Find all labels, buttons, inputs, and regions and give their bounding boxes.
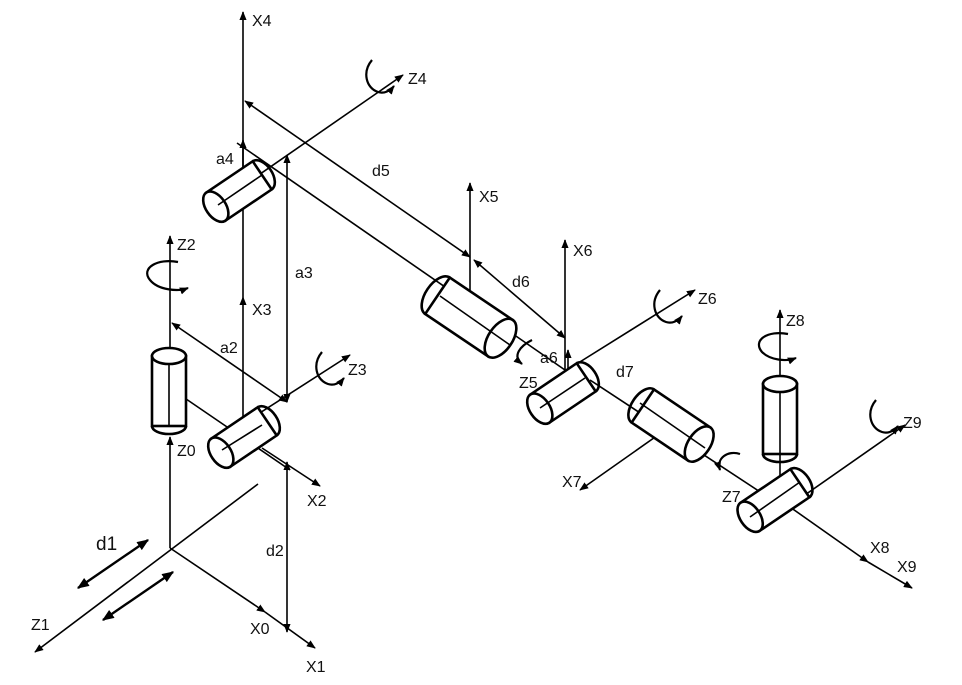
label-x9: X9 [897,559,917,576]
label-x1: X1 [306,659,326,676]
z6-rotation-icon [653,289,683,325]
label-z3: Z3 [348,362,367,379]
label-z1: Z1 [31,617,50,634]
z6-axis-through [539,377,586,409]
label-x8: X8 [870,540,890,557]
label-x2: X2 [307,493,327,510]
label-z9: Z9 [903,415,922,432]
d1-arrow-lower [102,571,174,621]
labels: X4 Z4 a4 d5 X5 Z2 a3 X6 d6 Z6 X3 Z8 a2 a… [31,13,922,676]
x1-axis [264,611,316,649]
x9-axis [867,561,913,589]
label-x6: X6 [573,243,593,260]
z2-rotation-icon [146,260,189,295]
z4-rotation-icon [365,59,395,95]
z8-rotation-icon [757,332,797,365]
z7-rotation-icon [714,451,741,471]
d5-dimension [244,100,471,258]
label-z2: Z2 [177,237,196,254]
z9-axis-through [749,481,801,518]
label-x3: X3 [252,302,272,319]
label-d7: d7 [616,364,634,381]
label-x0: X0 [250,621,270,638]
d1-arrow-upper [77,539,149,589]
label-z4: Z4 [408,71,427,88]
label-d1: d1 [96,534,117,555]
label-x5: X5 [479,189,499,206]
z9-rotation-icon [869,399,899,435]
d6-dimension [473,259,566,339]
label-z8: Z8 [786,313,805,330]
x7-link-through [639,402,706,449]
label-a2: a2 [220,340,238,357]
joint-1-cylinder [150,346,188,436]
label-z7: Z7 [722,489,741,506]
joint-8-cylinder [761,374,799,464]
label-a4: a4 [216,151,234,168]
z3-axis-through [221,424,263,451]
label-x7: X7 [562,474,582,491]
z5-rotation-icon [513,339,533,365]
z6-axis [574,289,696,366]
label-d5: d5 [372,163,390,180]
label-a3: a3 [295,265,313,282]
x0-axis [169,547,266,613]
x2-axis [261,447,321,487]
z4-axis-through [217,174,263,206]
x8-axis [779,499,869,563]
label-d6: d6 [512,274,530,291]
z3-rotation-icon [315,351,345,387]
label-a6: a6 [540,350,558,367]
label-d2: d2 [266,543,284,560]
label-z0: Z0 [177,443,196,460]
link-5-through [439,295,511,346]
label-z5: Z5 [519,375,538,392]
a2-dimension [171,322,288,403]
z1-axis [34,483,259,653]
label-x4: X4 [252,13,272,30]
label-z6: Z6 [698,291,717,308]
